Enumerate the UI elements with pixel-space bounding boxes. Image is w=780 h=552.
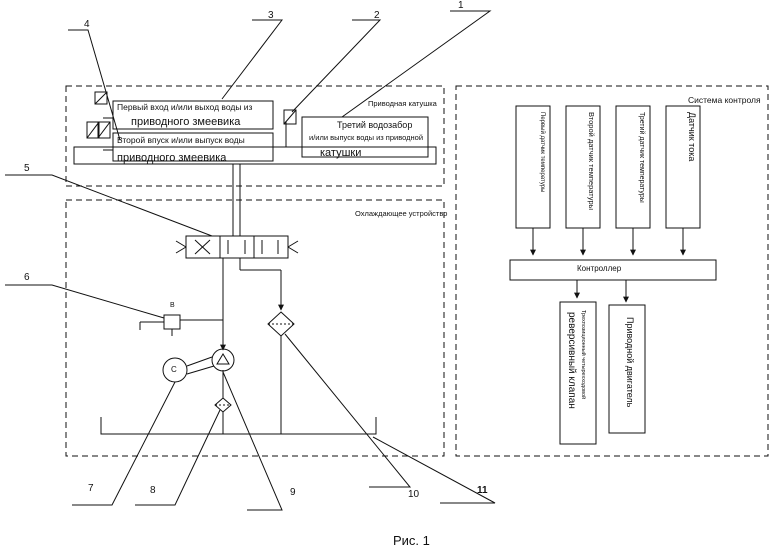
callout-9: 9: [290, 487, 296, 498]
inlet3-line2: и/или выпуск воды из приводной: [309, 134, 423, 142]
reversing-valve-symbol: [176, 236, 298, 258]
callout-11: 11: [477, 485, 488, 496]
motor-label: Приводной двигатель: [625, 317, 634, 407]
inlet1-line2: приводного змеевика: [131, 116, 240, 128]
inlet1-line1: Первый вход и/или выход воды из: [117, 103, 252, 112]
sensor1-label: Первый датчик температуры: [539, 112, 545, 192]
coil-valve-icon-b: [87, 122, 99, 138]
callout-10: 10: [408, 489, 419, 500]
sensor2-label: Второй датчик температуры: [587, 112, 595, 210]
callout-8: 8: [150, 485, 156, 496]
relief-valve-symbol: [140, 315, 180, 336]
callout-1: 1: [458, 0, 464, 11]
callout-5: 5: [24, 163, 30, 174]
coil-valve-icon-a: [95, 92, 107, 104]
figure-caption: Рис. 1: [393, 534, 430, 548]
inlet2-line2: приводного змеевика: [117, 152, 226, 164]
sensor4-label: Датчик тока: [687, 112, 696, 161]
inlet3-line3: катушки: [320, 147, 361, 159]
sensor3-label: Третий датчик температуры: [638, 112, 645, 203]
callout-2: 2: [374, 10, 380, 21]
control-title: Система контроля: [688, 96, 761, 105]
inlet2-line1: Второй впуск и/или выпуск воды: [117, 136, 245, 145]
coil-valve-icon-c: [98, 122, 110, 138]
valve-label-small: Трехпозиционный четырехходовой: [579, 310, 585, 399]
tank-symbol: [101, 417, 376, 434]
motor-c-letter: C: [171, 366, 177, 375]
controller-label: Контроллер: [577, 265, 621, 274]
inlet3-line1: Третий водозабор: [337, 121, 412, 131]
valve-label-big: реверсивный клапан: [566, 312, 577, 409]
cooling-title: Охлаждающее устройство: [355, 210, 447, 218]
valve-8-letter: B: [170, 302, 175, 310]
drive-coil-title: Приводная катушка: [368, 100, 437, 108]
cooling-frame: [66, 200, 444, 456]
callout-3: 3: [268, 10, 274, 21]
callout-4: 4: [84, 19, 90, 30]
callout-6: 6: [24, 272, 30, 283]
callout-7: 7: [88, 483, 94, 494]
coil-valve-icon-d: [284, 110, 296, 124]
